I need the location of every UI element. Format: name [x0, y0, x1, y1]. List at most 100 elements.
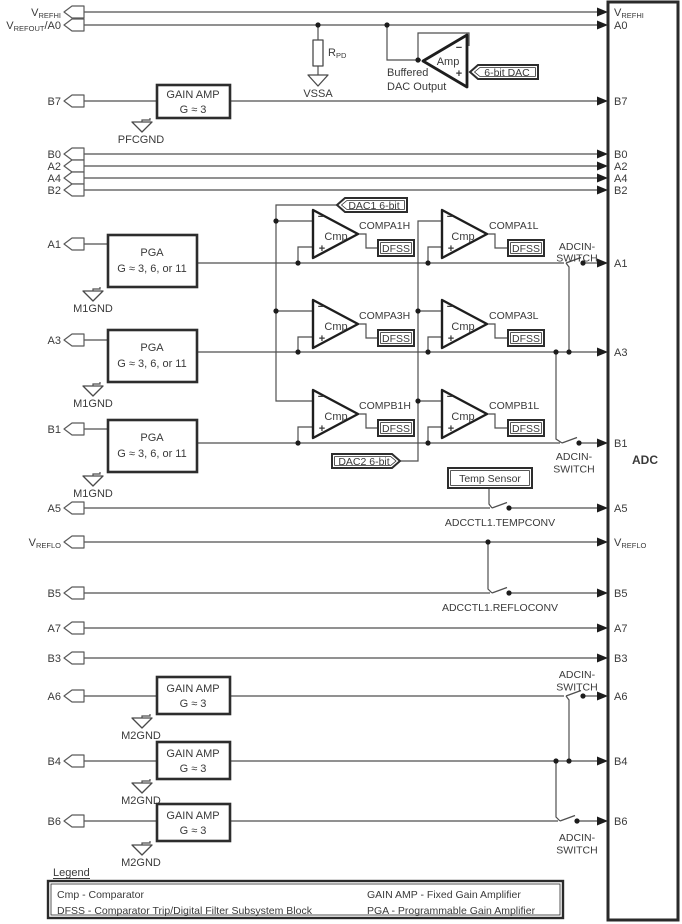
wire-aux-temp-a5 [488, 488, 493, 509]
input-connectors [63, 5, 85, 828]
comparator-compb1h: Cmp − + COMPB1H DFSS [311, 388, 415, 440]
pin-arrow [597, 588, 608, 598]
label-b6: B6 [48, 816, 61, 828]
label-a7: A7 [48, 623, 61, 635]
svg-text:SWITCH: SWITCH [556, 682, 597, 694]
tempconv-label: ADCCTL1.TEMPCONV [445, 517, 555, 529]
dac-6bit-label: 6-bit DAC [484, 67, 530, 79]
vssa-ground-icon [307, 74, 329, 87]
m1gnd-label: M1GND [73, 398, 113, 410]
svg-text:Cmp: Cmp [451, 321, 474, 333]
label-a1: A1 [48, 239, 61, 251]
pin-arrow [597, 161, 608, 171]
wire-out-a1h [358, 233, 378, 249]
adc-pin-a5: A5 [614, 503, 627, 515]
connector-vreflo [63, 535, 85, 549]
svg-text:GAIN AMP: GAIN AMP [166, 748, 219, 760]
pin-arrow [597, 149, 608, 159]
svg-text:G ≈ 3, 6, or 11: G ≈ 3, 6, or 11 [117, 263, 186, 275]
comparator-compa3l: Cmp − + COMPA3L DFSS [440, 298, 545, 350]
dac-buffer-amp: Amp − + Buffered DAC Output 6-bit DAC [387, 33, 539, 93]
wire-plus-a1l [427, 246, 442, 263]
wire-out-a1l [487, 233, 508, 249]
wire-plus-b1l [427, 426, 442, 443]
svg-text:G ≈ 3: G ≈ 3 [180, 698, 207, 710]
m2gnd-label: M2GND [121, 730, 161, 742]
amp-plus: + [456, 68, 462, 80]
adcin-switch-b6-blade [559, 814, 576, 822]
adc-pin-a0: A0 [614, 20, 627, 32]
comparator-compa3h: Cmp − + COMPA3H DFSS [311, 298, 415, 350]
svg-text:GAIN AMP: GAIN AMP [166, 683, 219, 695]
compb1h-label: COMPB1H [359, 400, 411, 412]
switch-blades [491, 256, 582, 822]
label-a5: A5 [48, 503, 61, 515]
wire-out-b1h [358, 413, 378, 429]
m2gnd-ground-icon [131, 782, 153, 794]
label-a4: A4 [48, 173, 61, 185]
connector-a6 [63, 689, 85, 703]
connector-b4 [63, 754, 85, 768]
rpd-pulldown: RPD VSSA [303, 39, 347, 100]
wire-plus-a1h [297, 246, 313, 263]
pga-a1: PGA G ≈ 3, 6, or 11 M1GND [73, 233, 199, 315]
buffered-dac-line2: DAC Output [387, 81, 446, 93]
dfss-block: DFSS [507, 239, 545, 257]
dac2-tag: DAC2 6-bit [331, 453, 402, 469]
legend-title: Legend [53, 867, 90, 879]
svg-text:DFSS: DFSS [512, 333, 540, 345]
gain-amp-a6: GAIN AMP G ≈ 3 M2GND [121, 675, 232, 742]
connector-b0 [63, 147, 85, 161]
label-a3: A3 [48, 335, 61, 347]
label-b1: B1 [48, 424, 61, 436]
svg-text:+: + [448, 243, 454, 255]
wire-aux-a6-b4 [565, 695, 570, 761]
adc-pin-b4: B4 [614, 756, 627, 768]
pin-arrow [597, 691, 608, 701]
temp-sensor: Temp Sensor [447, 467, 533, 489]
adc-pin-a6: A6 [614, 691, 627, 703]
svg-text:−: − [447, 211, 453, 223]
label-b7: B7 [48, 96, 61, 108]
wire-out-a3h [358, 323, 378, 339]
adcin-switch-b1-label: ADCIN- [556, 451, 593, 463]
legend-item-dfss: DFSS - Comparator Trip/Digital Filter Su… [57, 905, 313, 917]
comparator-compb1l: Cmp − + COMPB1L DFSS [440, 388, 545, 440]
m1gnd-ground-icon [82, 290, 104, 302]
pin-arrow [597, 185, 608, 195]
adcin-switch-b6-label: ADCIN- [559, 832, 596, 844]
tempconv-switch-blade [491, 501, 508, 509]
dfss-block: DFSS [377, 239, 415, 257]
pin-arrow [597, 173, 608, 183]
svg-text:G ≈ 3, 6, or 11: G ≈ 3, 6, or 11 [117, 448, 186, 460]
svg-text:Cmp: Cmp [451, 411, 474, 423]
wire-amp-feedback [417, 32, 470, 60]
label-b3: B3 [48, 653, 61, 665]
svg-text:+: + [319, 333, 325, 345]
adc-pin-b0: B0 [614, 149, 627, 161]
compa1h-label: COMPA1H [359, 220, 410, 232]
pfcgnd-ground-icon [131, 121, 153, 133]
connector-b6 [63, 814, 85, 828]
adc-pin-a2: A2 [614, 161, 627, 173]
connector-a5 [63, 501, 85, 515]
m2gnd-ground-icon [131, 717, 153, 729]
label-a2: A2 [48, 161, 61, 173]
svg-text:Cmp: Cmp [324, 231, 347, 243]
wire-plus-a3h [297, 336, 313, 352]
svg-text:−: − [447, 391, 453, 403]
m1gnd-ground-icon [82, 475, 104, 487]
pin-arrow [597, 503, 608, 513]
dfss-block: DFSS [507, 329, 545, 347]
connector-b2 [63, 183, 85, 197]
input-labels: VREFHI VREFOUT/A0 B7 B0 A2 A4 B2 A1 A3 B… [6, 7, 61, 828]
svg-text:DFSS: DFSS [382, 243, 410, 255]
adc-title: ADC [632, 453, 658, 467]
svg-text:−: − [318, 211, 324, 223]
amp-triangle [421, 33, 469, 89]
svg-text:SWITCH: SWITCH [556, 253, 597, 265]
svg-text:Cmp: Cmp [324, 321, 347, 333]
adc-pin-a3: A3 [614, 347, 627, 359]
